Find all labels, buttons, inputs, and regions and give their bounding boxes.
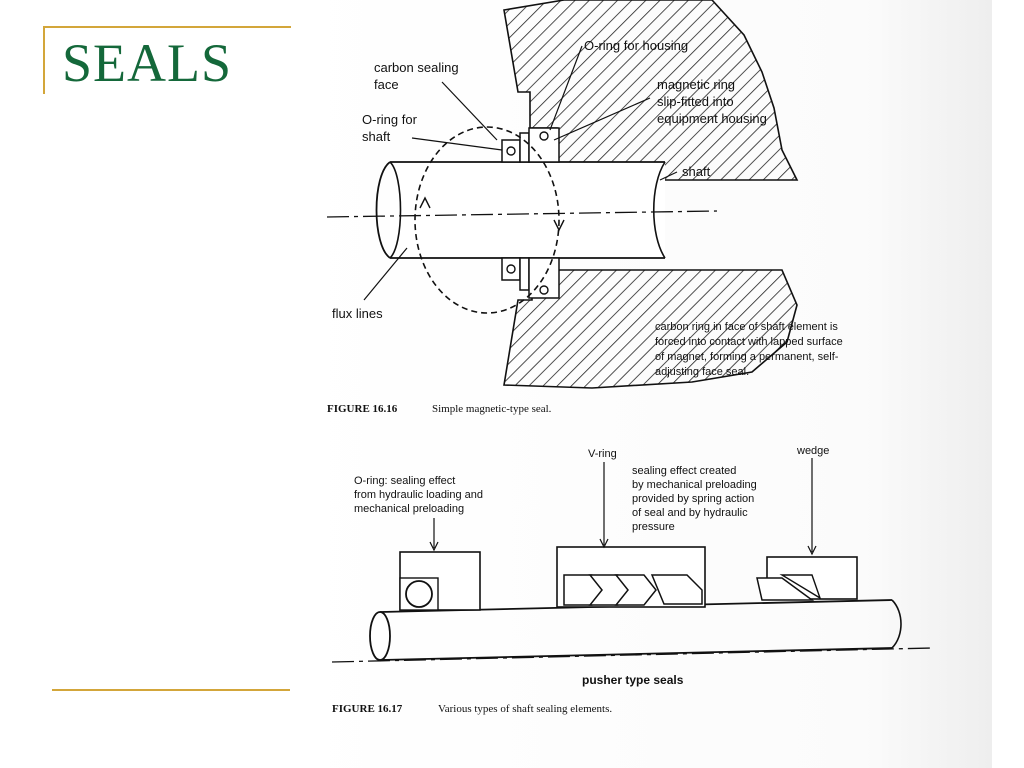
leader-magnetic-ring (553, 97, 651, 141)
label-v-ring-note-5: pressure (632, 521, 675, 533)
shaft-centerline (326, 210, 718, 218)
label-v-ring-note-3: provided by spring action (632, 493, 754, 505)
arrowhead-o-ring-2 (429, 541, 439, 552)
label-carbon-face-2: face (374, 77, 399, 92)
upper-housing-o-ring (539, 131, 549, 141)
flux-arrow-right (553, 219, 565, 232)
bottom-rule (52, 689, 290, 691)
scanned-figure: O-ring for housing carbon sealing face m… (292, 0, 992, 768)
arrowhead-v-ring (599, 538, 609, 549)
o-ring-seal-ring (405, 580, 433, 608)
lower-housing-o-ring (539, 285, 549, 295)
caption-16-17-number: FIGURE 16.17 (332, 703, 403, 715)
flux-arrow-left (419, 196, 431, 209)
figure-16-17: O-ring: sealing effect from hydraulic lo… (331, 445, 933, 715)
note-line-2: forced into contact with lapped surface (655, 336, 843, 348)
note-line-4: adjusting face seal. (655, 366, 749, 378)
label-shaft: shaft (682, 164, 711, 179)
label-carbon-face-1: carbon sealing (374, 60, 459, 75)
label-o-ring-housing: O-ring for housing (584, 38, 688, 53)
wedge-element-lower (756, 577, 815, 601)
label-o-ring-2-line-1: O-ring: sealing effect (354, 475, 455, 487)
shaft-right-end (653, 161, 666, 259)
shaft2-centerline (331, 647, 933, 663)
v-ring-adapter (650, 574, 703, 605)
upper-magnetic-ring (528, 127, 560, 163)
v-ring-element-3 (614, 574, 657, 606)
note-line-3: of magnet, forming a permanent, self- (655, 351, 839, 363)
scanned-figure-canvas: O-ring for housing carbon sealing face m… (292, 0, 992, 768)
label-v-ring-note-4: of seal and by hydraulic (632, 507, 748, 519)
label-o-ring-2-line-2: from hydraulic loading and (354, 489, 483, 501)
lower-o-ring (506, 264, 516, 274)
label-flux-lines: flux lines (332, 306, 383, 321)
slide-title: SEALS (62, 33, 233, 93)
caption-16-16-text: Simple magnetic-type seal. (432, 403, 552, 415)
arrowhead-wedge (807, 545, 817, 556)
shaft-body (390, 162, 665, 258)
figure-16-16: O-ring for housing carbon sealing face m… (326, 0, 843, 415)
upper-o-ring-box (501, 139, 521, 163)
wedge-element-upper (779, 574, 822, 600)
label-pusher-type-seals: pusher type seals (582, 673, 684, 687)
lower-o-ring-box (501, 257, 521, 281)
label-o-ring-2-line-3: mechanical preloading (354, 503, 464, 515)
leader-carbon-face (441, 81, 498, 141)
title-left-rule (43, 26, 45, 94)
caption-16-17-text: Various types of shaft sealing elements. (438, 703, 612, 715)
label-magnetic-ring-2: slip-fitted into (657, 94, 734, 109)
label-o-ring-shaft-1: O-ring for (362, 112, 418, 127)
shaft-left-end (375, 161, 391, 259)
shaft2-right-end (891, 599, 902, 649)
caption-16-16-number: FIGURE 16.16 (327, 403, 398, 415)
shaft2-bottom-edge (379, 647, 893, 661)
label-o-ring-shaft-2: shaft (362, 129, 391, 144)
leader-flux-lines (363, 247, 408, 301)
leader-shaft (659, 171, 678, 181)
label-magnetic-ring-3: equipment housing (657, 111, 767, 126)
lower-carbon-face (519, 257, 530, 291)
upper-o-ring (506, 146, 516, 156)
label-wedge: wedge (796, 445, 829, 457)
housing-upper (503, 0, 799, 181)
title-top-rule (43, 26, 291, 28)
label-v-ring: V-ring (588, 448, 617, 460)
shaft2-left-end (369, 611, 391, 661)
shaft-left-end-face (389, 161, 402, 259)
leader-o-ring-shaft (411, 137, 503, 151)
flux-lines-loop (414, 126, 560, 314)
label-magnetic-ring-1: magnetic ring (657, 77, 735, 92)
leader-o-ring-housing (549, 45, 583, 131)
label-v-ring-note-2: by mechanical preloading (632, 479, 757, 491)
label-v-ring-note-1: sealing effect created (632, 465, 736, 477)
note-line-1: carbon ring in face of shaft element is (655, 321, 838, 333)
